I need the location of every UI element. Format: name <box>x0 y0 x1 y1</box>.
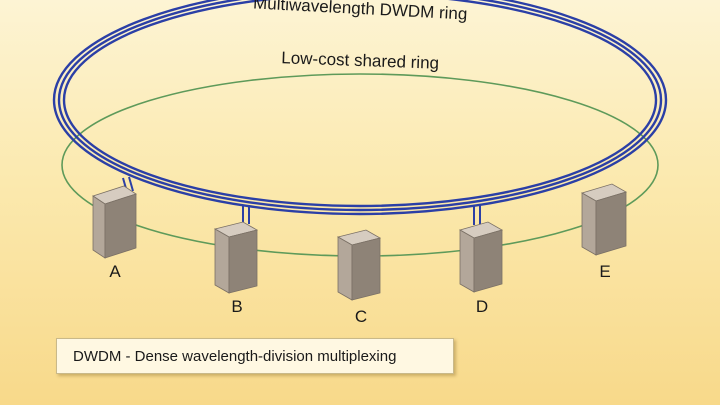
server-node-a-front <box>92 195 106 259</box>
dwdm-ring-outer <box>52 0 668 216</box>
node-a-label: A <box>109 262 121 281</box>
server-node-c-front <box>337 236 353 301</box>
server-node-c-side <box>351 237 381 301</box>
node-e-label: E <box>599 262 610 281</box>
server-node-c: C <box>336 229 382 326</box>
server-node-b: B <box>213 221 259 316</box>
server-node-a-side <box>104 193 137 259</box>
legend-text: DWDM - Dense wavelength-division multipl… <box>73 347 397 365</box>
server-node-e: E <box>580 183 628 281</box>
shared-ring-label: Low-cost shared ring <box>281 48 439 72</box>
dwdm-ring-label: Multiwavelength DWDM ring <box>253 0 468 24</box>
node-d-label: D <box>476 297 488 316</box>
node-b-label: B <box>231 297 242 316</box>
server-node-e-side <box>595 191 627 256</box>
server-node-d-side <box>473 229 503 293</box>
dwdm-ring <box>52 0 668 216</box>
dwdm-ring-middle <box>57 0 663 212</box>
node-c-label: C <box>355 307 367 326</box>
shared-ring <box>61 73 659 257</box>
server-node-d: D <box>458 221 504 316</box>
legend-box: DWDM - Dense wavelength-division multipl… <box>56 338 454 374</box>
server-node-e-front <box>581 192 597 256</box>
dwdm-ring-inner <box>62 0 658 208</box>
server-node-b-front <box>214 228 230 294</box>
dwdm-connector-d <box>473 205 481 225</box>
server-node-a: A <box>92 185 137 281</box>
dwdm-connector-b <box>242 205 250 224</box>
server-node-b-side <box>228 229 258 294</box>
server-node-d-front <box>459 229 475 293</box>
